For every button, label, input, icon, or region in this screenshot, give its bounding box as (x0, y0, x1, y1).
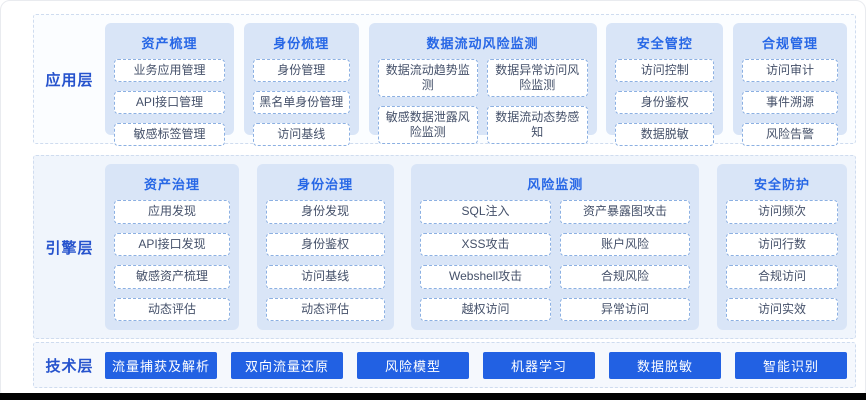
tech-capability-risk-model: 风险模型 (357, 351, 469, 379)
group-title: 资产梳理 (141, 36, 198, 51)
group-item: 敏感数据泄露风险监测 (377, 106, 478, 144)
group-card-asset-sorting: 资产梳理 业务应用管理 API接口管理 敏感标签管理 (105, 23, 234, 146)
tech-capability-bidirectional-traffic-restore: 双向流量还原 (231, 351, 343, 379)
group-item: 数据流动态势感知 (487, 106, 588, 144)
group-item: SQL注入 (420, 200, 551, 224)
group-item: 身份管理 (252, 59, 350, 82)
group-item: 合规访问 (725, 265, 838, 289)
group-item: 访问实效 (725, 297, 838, 321)
group-items: 业务应用管理 API接口管理 敏感标签管理 (114, 59, 225, 146)
layer-content-application: 资产梳理 业务应用管理 API接口管理 敏感标签管理 身份梳理 身份管理 黑名单… (105, 15, 855, 146)
group-card-identity-sorting: 身份梳理 身份管理 黑名单身份管理 访问基线 (243, 23, 359, 146)
group-items: 访问频次 访问行数 合规访问 访问实效 (725, 200, 838, 321)
group-item: 应用发现 (114, 200, 230, 224)
layer-band-technology: 技术层 流量捕获及解析 双向流量还原 风险模型 机器学习 数据脱敏 智能识别 (33, 342, 856, 388)
group-item: 合规风险 (559, 265, 691, 289)
group-card-data-flow-risk-monitoring: 数据流动风险监测 数据流动趋势监测 数据异常访问风险监测 敏感数据泄露风险监测 … (368, 23, 597, 144)
group-title: 数据流动风险监测 (426, 36, 539, 51)
group-item: XSS攻击 (420, 232, 551, 256)
group-card-identity-governance: 身份治理 身份发现 身份鉴权 访问基线 动态评估 (256, 164, 394, 330)
group-item: 敏感标签管理 (114, 123, 225, 146)
layer-label-technology: 技术层 (45, 357, 94, 375)
group-item: 事件溯源 (742, 91, 838, 114)
layer-label-application: 应用层 (45, 71, 94, 89)
group-card-security-protection: 安全防护 访问频次 访问行数 合规访问 访问实效 (716, 164, 847, 330)
group-item: 账户风险 (559, 232, 691, 256)
group-item: 访问行数 (725, 232, 838, 256)
group-items: 身份管理 黑名单身份管理 访问基线 (252, 59, 350, 146)
group-item: 越权访问 (420, 297, 551, 321)
group-card-security-control: 安全管控 访问控制 身份鉴权 数据脱敏 (606, 23, 724, 146)
layer-content-engine: 资产治理 应用发现 API接口发现 敏感资产梳理 动态评估 身份治理 身份发现 … (105, 156, 855, 338)
group-card-asset-governance: 资产治理 应用发现 API接口发现 敏感资产梳理 动态评估 (105, 164, 239, 330)
group-items: 应用发现 API接口发现 敏感资产梳理 动态评估 (114, 200, 230, 321)
group-item: 资产暴露图攻击 (559, 200, 691, 224)
group-item: 敏感资产梳理 (114, 265, 230, 289)
group-item: 异常访问 (559, 297, 691, 321)
layer-band-engine: 引擎层 资产治理 应用发现 API接口发现 敏感资产梳理 动态评估 身份治理 身… (33, 155, 856, 339)
group-item: 访问控制 (615, 59, 715, 82)
group-item: 业务应用管理 (114, 59, 225, 82)
group-title: 身份梳理 (273, 36, 330, 51)
group-title: 风险监测 (527, 177, 584, 192)
tech-capability-intelligent-recognition: 智能识别 (735, 351, 847, 379)
group-item: 动态评估 (265, 297, 385, 321)
group-item: 风险告警 (742, 123, 838, 146)
group-title: 资产治理 (143, 177, 200, 192)
group-item: Webshell攻击 (420, 265, 551, 289)
group-items: SQL注入 资产暴露图攻击 XSS攻击 账户风险 Webshell攻击 合规风险… (420, 200, 691, 321)
group-item: 动态评估 (114, 297, 230, 321)
group-item: 数据异常访问风险监测 (487, 59, 588, 97)
group-card-risk-monitoring: 风险监测 SQL注入 资产暴露图攻击 XSS攻击 账户风险 Webshell攻击… (411, 164, 700, 330)
group-items: 数据流动趋势监测 数据异常访问风险监测 敏感数据泄露风险监测 数据流动态势感知 (377, 59, 588, 144)
group-title: 身份治理 (297, 177, 354, 192)
group-item: 身份鉴权 (265, 232, 385, 256)
group-item: 访问频次 (725, 200, 838, 224)
bottom-black-bar (0, 393, 866, 400)
tech-capability-machine-learning: 机器学习 (483, 351, 595, 379)
layer-content-technology: 流量捕获及解析 双向流量还原 风险模型 机器学习 数据脱敏 智能识别 (105, 343, 855, 387)
group-item: API接口发现 (114, 232, 230, 256)
group-item: 访问审计 (742, 59, 838, 82)
group-item: 访问基线 (252, 123, 350, 146)
layer-band-application: 应用层 资产梳理 业务应用管理 API接口管理 敏感标签管理 身份梳理 身份管理… (33, 14, 856, 146)
group-item: 身份发现 (265, 200, 385, 224)
group-item: 访问基线 (265, 265, 385, 289)
group-card-compliance-management: 合规管理 访问审计 事件溯源 风险告警 (733, 23, 847, 146)
tech-capability-traffic-capture: 流量捕获及解析 (105, 351, 217, 379)
group-title: 合规管理 (761, 36, 818, 51)
group-item: API接口管理 (114, 91, 225, 114)
group-item: 黑名单身份管理 (252, 91, 350, 114)
group-title: 安全管控 (636, 36, 693, 51)
group-item: 身份鉴权 (615, 91, 715, 114)
group-item: 数据流动趋势监测 (377, 59, 478, 97)
group-items: 身份发现 身份鉴权 访问基线 动态评估 (265, 200, 385, 321)
group-item: 数据脱敏 (615, 123, 715, 146)
layer-label-engine: 引擎层 (45, 239, 94, 257)
group-title: 安全防护 (753, 177, 810, 192)
group-items: 访问审计 事件溯源 风险告警 (742, 59, 838, 146)
tech-capability-data-masking: 数据脱敏 (609, 351, 721, 379)
group-items: 访问控制 身份鉴权 数据脱敏 (615, 59, 715, 146)
